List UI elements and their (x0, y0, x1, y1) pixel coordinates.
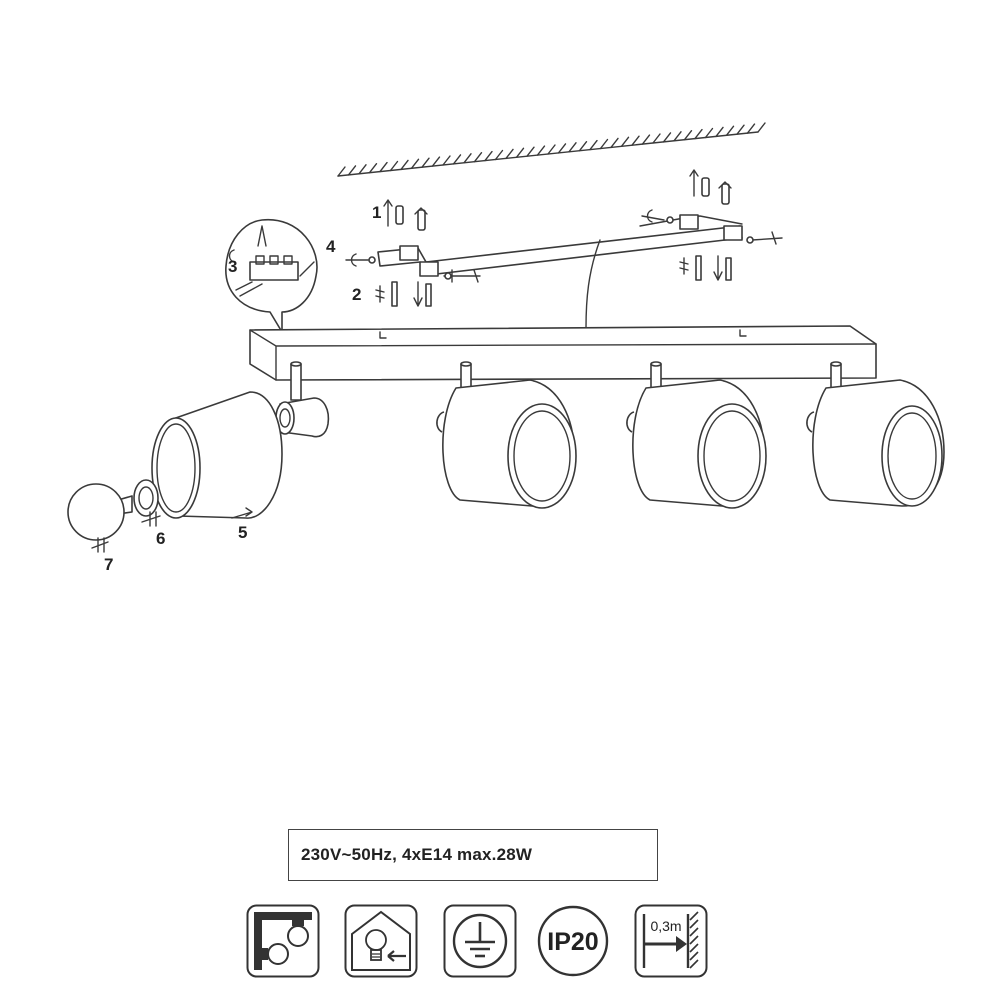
ceiling-hatch-mark (746, 123, 756, 134)
ceiling-hatch-mark (715, 126, 724, 138)
ceiling-wall-mount-icon (246, 904, 320, 978)
ceiling-hatch-mark (652, 133, 661, 144)
ceiling-hatch-mark (694, 128, 703, 140)
ceiling-hatch-mark (568, 142, 577, 153)
step-label-4: 4 (326, 237, 336, 256)
ceiling-hatch-mark (347, 165, 357, 176)
ceiling-hatch-mark (736, 124, 745, 135)
step-label-7: 7 (104, 555, 113, 574)
spot-head-4 (806, 361, 945, 507)
ceiling-hatch-mark (389, 160, 399, 172)
ceiling-hatch-mark (641, 134, 651, 145)
ceiling-hatch-mark (473, 151, 483, 163)
ceiling-hatch-mark (410, 158, 420, 170)
ceiling-hatch-mark (662, 132, 672, 143)
protective-earth-icon (443, 904, 517, 978)
wiring-detail-callout (225, 219, 318, 333)
ceiling-hatch-mark (337, 166, 346, 177)
ceiling-hatch-mark (526, 146, 535, 157)
ceiling-hatch-mark (452, 154, 462, 165)
screws-right (641, 169, 783, 281)
ceiling-hatch-mark (379, 161, 388, 173)
ceiling-hatch-mark (620, 136, 630, 148)
ceiling-hatch-mark (358, 164, 367, 175)
ceiling-hatch-mark (631, 135, 640, 146)
ceiling-hatch-mark (578, 140, 588, 152)
lamp-shade-1 (151, 391, 283, 519)
ceiling-hatch-mark (547, 144, 556, 155)
ip20-label: IP20 (547, 928, 598, 956)
ceiling-hatch-mark (442, 155, 451, 166)
step-label-3: 3 (228, 257, 237, 276)
spot-head-1 (275, 361, 330, 438)
step-label-1: 1 (372, 203, 381, 222)
bulb-7 (67, 483, 133, 553)
ceiling-hatch-mark (431, 156, 441, 167)
ceiling-hatch-mark (673, 131, 682, 142)
ceiling-hatch-mark (589, 139, 598, 151)
canopy-bar (249, 325, 877, 381)
ceiling-hatch-mark (757, 122, 766, 133)
ceiling-hatch-mark (599, 138, 609, 150)
ceiling-hatch-mark (557, 143, 567, 154)
ceiling-hatch-mark (725, 125, 735, 137)
ceiling-hatch-mark (484, 150, 493, 162)
ceiling-hatch-mark (368, 162, 378, 174)
ceiling-hatch-mark (610, 137, 619, 149)
min-distance-icon: 0,3m (634, 904, 708, 978)
spot-head-2 (436, 361, 577, 509)
ceiling-hatch-mark (536, 145, 546, 156)
indoor-use-icon (344, 904, 418, 978)
electrical-spec-text: 230V~50Hz, 4xE14 max.28W (301, 845, 533, 864)
ceiling-hatch-mark (505, 148, 514, 160)
ceiling-hatch-mark (515, 147, 525, 159)
ceiling-hatch-mark (704, 127, 714, 139)
step-label-6: 6 (156, 529, 165, 548)
mounting-bracket (377, 214, 743, 329)
step-label-5: 5 (238, 523, 247, 542)
ceiling-hatch-mark (494, 149, 504, 161)
ceiling-hatch-mark (400, 159, 409, 171)
screws-left (345, 199, 481, 307)
electrical-spec-box: 230V~50Hz, 4xE14 max.28W (288, 829, 658, 881)
ceiling-hatch-mark (463, 153, 472, 164)
ip20-icon: IP20 (536, 904, 610, 978)
step-label-2: 2 (352, 285, 361, 304)
spot-head-3 (626, 361, 767, 509)
shade-ring-6 (133, 479, 161, 527)
ceiling-hatch (337, 122, 766, 177)
ceiling-hatch-mark (683, 129, 693, 141)
min-distance-label: 0,3m (650, 918, 681, 934)
ceiling-hatch-mark (421, 157, 430, 168)
